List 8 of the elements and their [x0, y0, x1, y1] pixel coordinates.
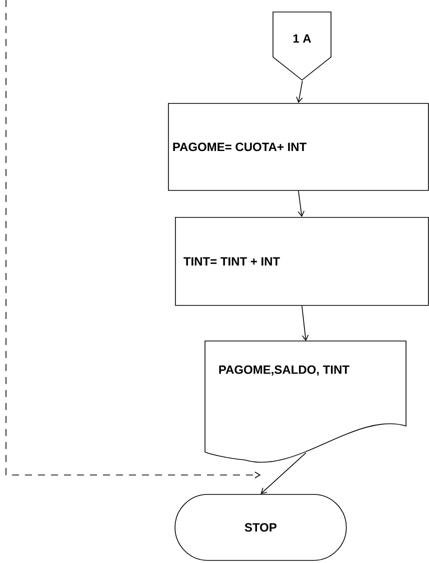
process-box: PAGOME= CUOTA+ INT: [168, 103, 429, 191]
off-page-connector: 1 A: [272, 12, 332, 81]
arrow: [296, 80, 303, 103]
process-box: TINT= TINT + INT: [175, 217, 429, 306]
arrow: [302, 305, 309, 341]
arrow: [298, 190, 304, 217]
arrow: [260, 452, 306, 494]
dashed-arrow: [6, 0, 261, 478]
